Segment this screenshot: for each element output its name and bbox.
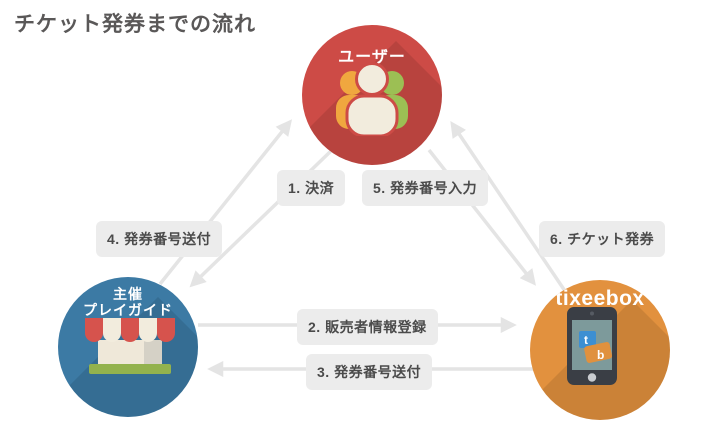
node-user: ユーザー [302, 25, 442, 165]
node-user-label: ユーザー [338, 49, 406, 66]
phone-home-button [587, 373, 597, 382]
smartphone-icon: t b [567, 307, 617, 385]
node-playguide-label: 主催 プレイガイド [58, 286, 198, 318]
logo-t-square [579, 331, 596, 348]
step-label-issue-number-sending-to-playguide: 3. 発券番号送付 [306, 354, 433, 390]
storefront-icon [85, 318, 175, 374]
playguide-label-line2: プレイガイド [83, 302, 173, 318]
node-playguide: 主催 プレイガイド [58, 277, 198, 417]
logo-b-shape [584, 342, 613, 363]
step-label-seller-info-registration: 2. 販売者情報登録 [297, 309, 438, 345]
node-tixeebox: tixeebox t b [530, 280, 670, 420]
arrow-6-ticket-issuing [450, 120, 567, 292]
node-tixeebox-label: tixeebox [555, 287, 645, 310]
phone-camera-dot [590, 311, 594, 316]
logo-letter-b: b [597, 348, 604, 362]
people-group-icon [336, 62, 408, 136]
step-label-issue-number-sending-to-user: 4. 発券番号送付 [96, 221, 223, 257]
step-label-ticket-issuing: 6. チケット発券 [539, 221, 666, 257]
playguide-label-line1: 主催 [113, 286, 143, 302]
arrow-4-issue-number-sending [158, 119, 293, 286]
step-label-issue-number-input: 5. 発券番号入力 [362, 170, 489, 206]
logo-letter-t: t [584, 333, 588, 347]
step-label-payment: 1. 決済 [277, 170, 346, 206]
page-title: チケット発券までの流れ [14, 13, 256, 36]
